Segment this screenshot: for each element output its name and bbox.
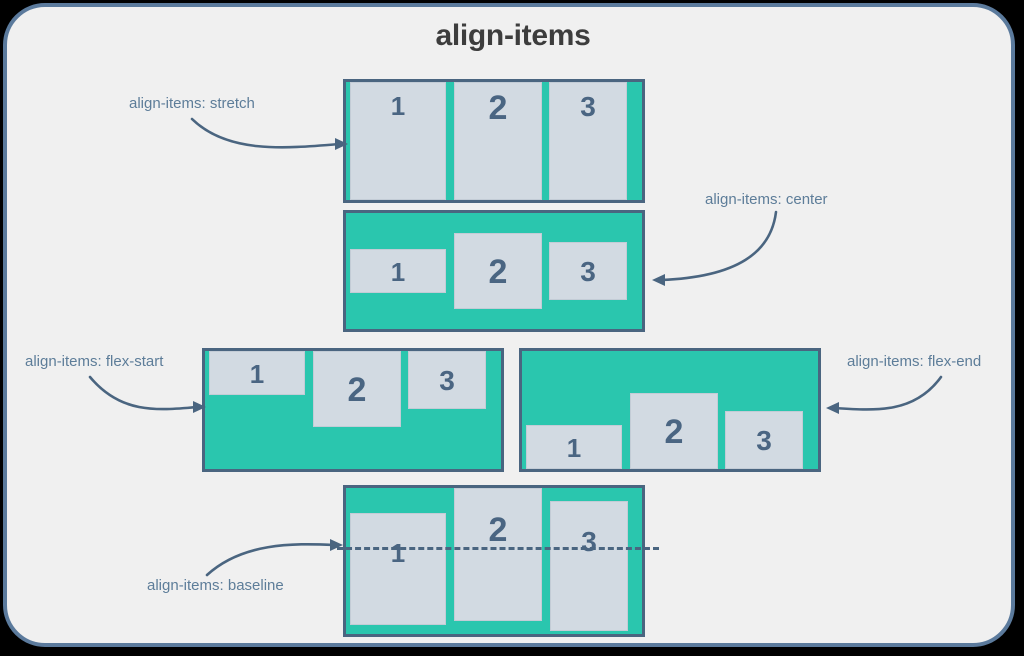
- flex-item-label: 1: [566, 433, 582, 463]
- baseline-guide-line: [337, 547, 659, 550]
- flex-item-label: 3: [580, 91, 596, 122]
- flex-item: 1: [350, 82, 446, 200]
- page-title: align-items: [435, 19, 591, 52]
- flex-item-label: 1: [390, 91, 406, 121]
- flex-item-label: 3: [581, 526, 597, 557]
- flex-item: 2: [630, 393, 718, 469]
- flex-item: 3: [725, 411, 803, 469]
- annotation-label-flex-start: align-items: flex-start: [25, 353, 164, 370]
- flex-container-baseline: 1 2 3: [343, 485, 645, 637]
- flex-item-label: 2: [488, 511, 508, 549]
- flex-item: 3: [549, 242, 627, 300]
- arrow-stretch: [190, 117, 348, 150]
- flex-container-stretch: 1 2 3: [343, 79, 645, 203]
- flex-item-label: 2: [488, 89, 508, 127]
- flex-item: 3: [550, 501, 628, 631]
- flex-item: 1: [350, 249, 446, 293]
- flex-container-flex-start: 1 2 3: [202, 348, 504, 472]
- diagram-card: align-items 1 2 3 align-items: stretch 1…: [3, 3, 1015, 647]
- flex-item: 1: [526, 425, 622, 469]
- flex-item: 2: [454, 82, 542, 200]
- flex-item-label: 2: [488, 253, 508, 291]
- flex-item: 3: [408, 351, 486, 409]
- flex-item-label: 3: [580, 256, 596, 287]
- flex-item-label: 1: [249, 359, 265, 389]
- flex-item: 1: [209, 351, 305, 395]
- arrow-center: [652, 210, 778, 286]
- arrow-flex-end: [826, 375, 943, 414]
- flex-item: 2: [454, 488, 542, 621]
- flex-item: 3: [549, 82, 627, 200]
- flex-item-label: 3: [439, 365, 455, 396]
- annotation-label-baseline: align-items: baseline: [147, 577, 284, 594]
- flex-item-label: 1: [390, 538, 406, 568]
- flex-container-flex-end: 1 2 3: [519, 348, 821, 472]
- flex-item-label: 3: [756, 425, 772, 456]
- flex-item: 2: [313, 351, 401, 427]
- arrow-baseline: [205, 539, 343, 577]
- annotation-label-stretch: align-items: stretch: [129, 95, 255, 112]
- flex-item-label: 2: [347, 371, 367, 409]
- arrow-flex-start: [88, 375, 206, 413]
- flex-item: 2: [454, 233, 542, 309]
- flex-item-label: 2: [664, 413, 684, 451]
- annotation-label-center: align-items: center: [705, 191, 828, 208]
- annotation-label-flex-end: align-items: flex-end: [847, 353, 982, 370]
- flex-container-center: 1 2 3: [343, 210, 645, 332]
- flex-item: 1: [350, 513, 446, 625]
- flex-item-label: 1: [390, 257, 406, 287]
